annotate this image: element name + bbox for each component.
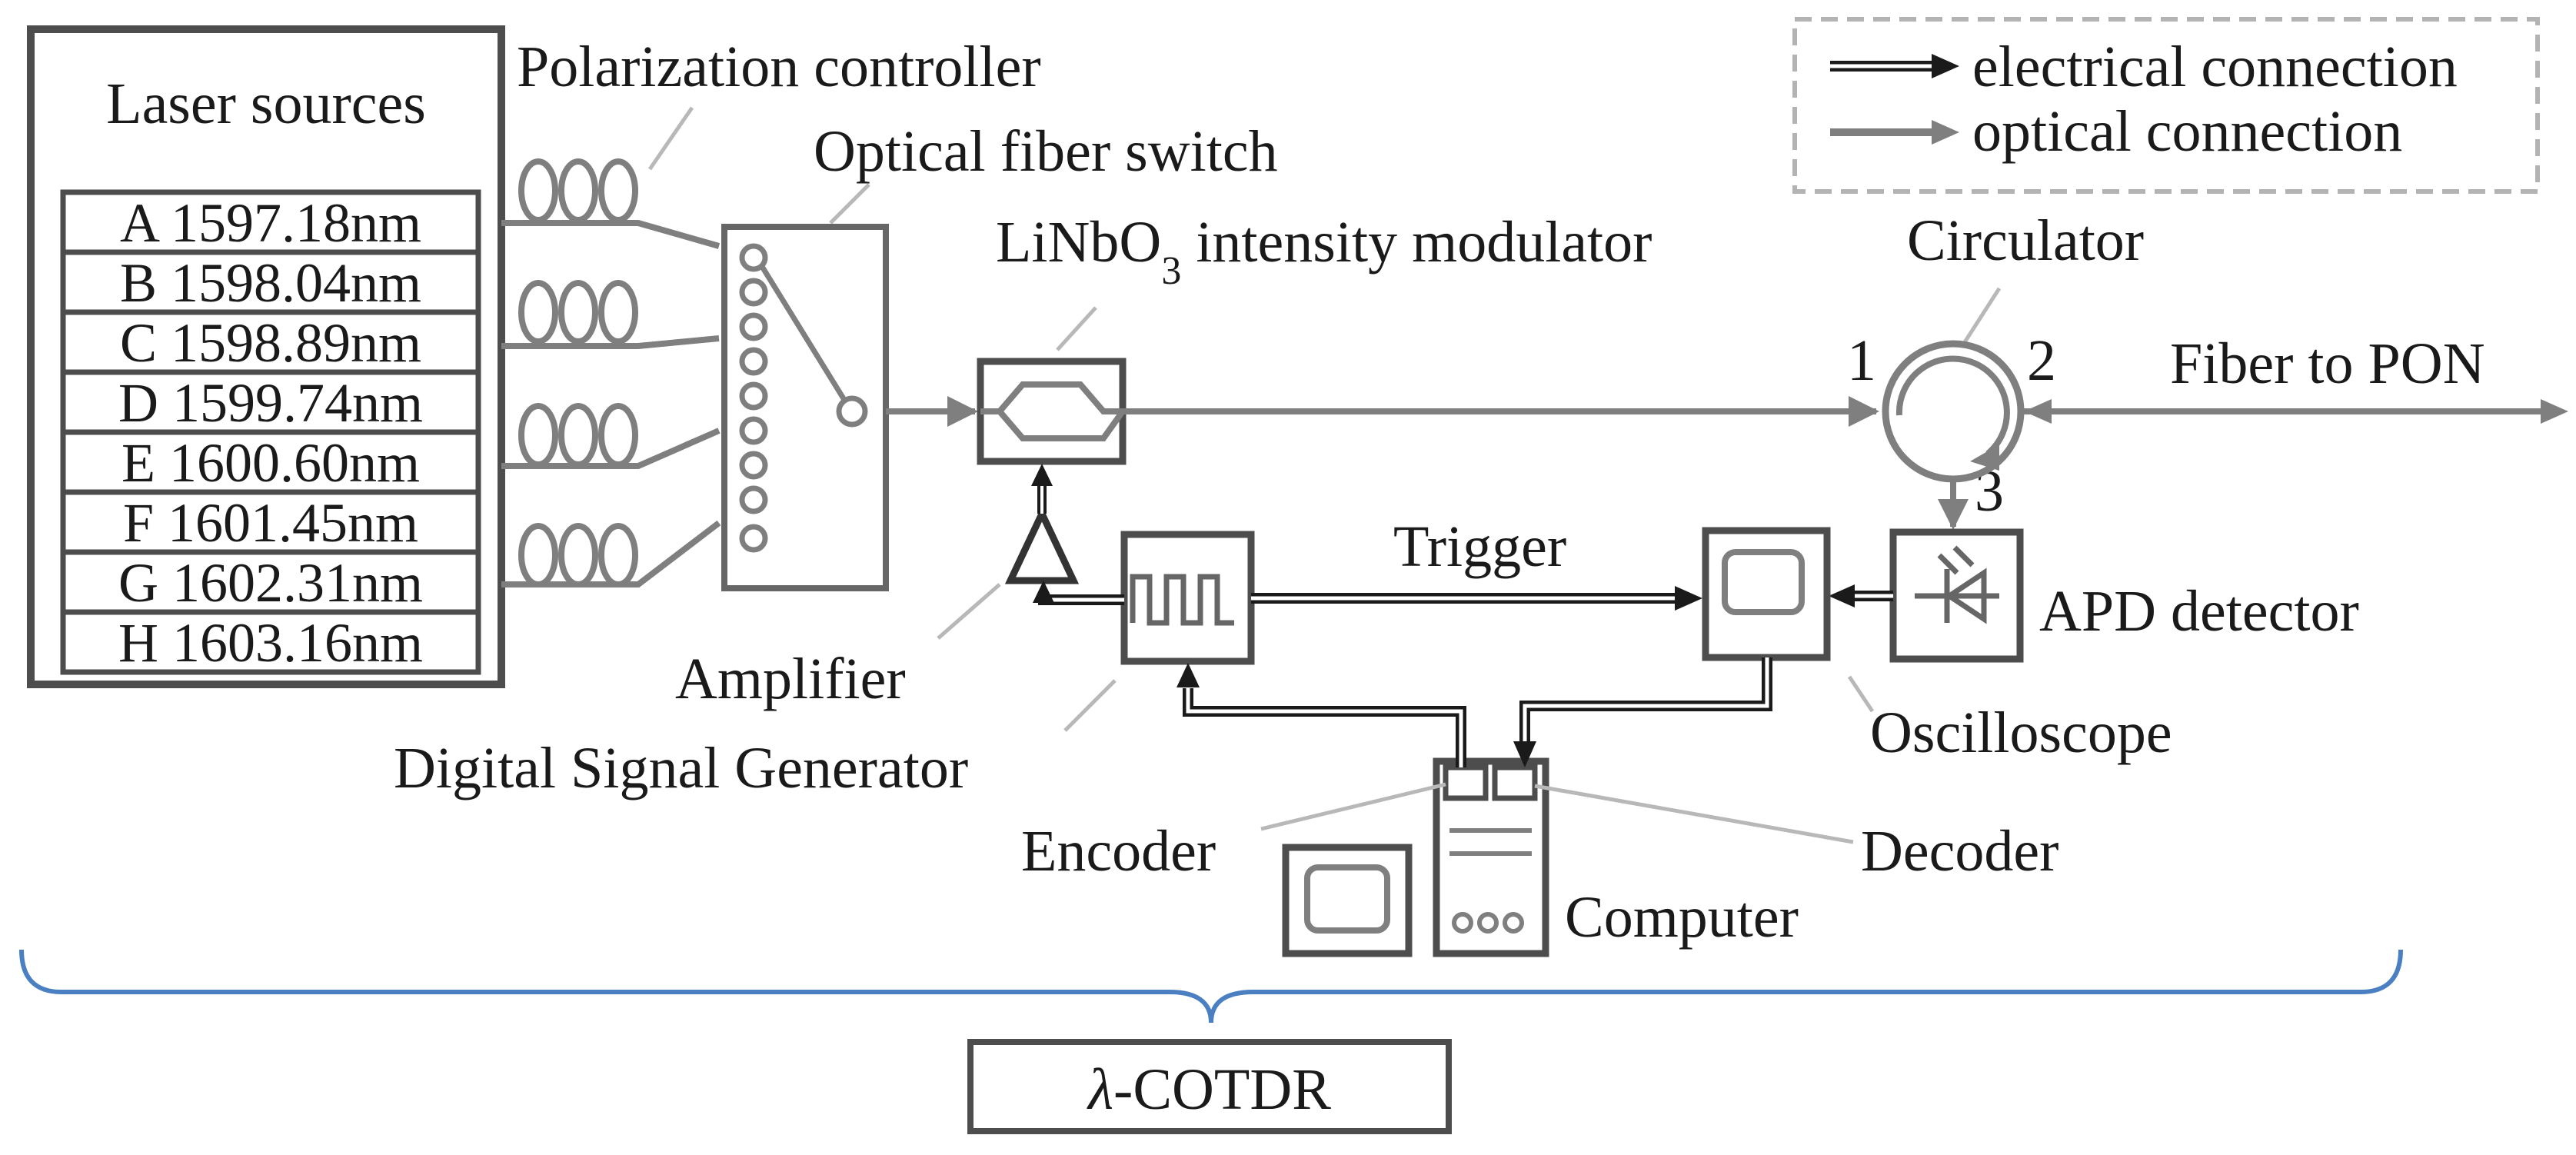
computer-tower-icon [1433, 757, 1549, 957]
amplifier-icon [1004, 505, 1080, 584]
laser-source-d: D 1599.74nm [118, 372, 423, 434]
system-name-text: -COTDR [1113, 1057, 1331, 1122]
apd-detector-icon [1889, 528, 2024, 663]
oscilloscope-icon [1702, 527, 1831, 661]
digital-signal-generator-leader [1063, 679, 1117, 732]
legend-optical-label: optical connection [1972, 99, 2402, 164]
legend-border [1792, 17, 2540, 194]
optical-fiber-switch [721, 224, 889, 591]
fiber-to-pon-link [2021, 399, 2568, 424]
laser-source-e: E 1600.60nm [121, 432, 420, 494]
legend-electrical-label: electrical connection [1972, 35, 2458, 99]
system-name: λ-COTDR [1087, 1057, 1331, 1122]
amplifier-to-modulator-wire [1031, 464, 1053, 514]
system-brace [19, 949, 2403, 1024]
digital-signal-generator-label: Digital Signal Generator [394, 736, 968, 801]
laser-source-a: A 1597.18nm [120, 192, 421, 254]
optical-fiber-switch-leader [829, 183, 870, 225]
digital-signal-generator-icon [1120, 531, 1255, 665]
laser-source-h: H 1603.16nm [118, 612, 423, 674]
laser-source-g: G 1602.31nm [118, 552, 423, 614]
apd-to-oscilloscope-wire [1829, 584, 1893, 607]
encoder-to-dsg-wire [1177, 663, 1466, 767]
decoder-port [1492, 764, 1538, 801]
polarization-controller-label: Polarization controller [517, 35, 1041, 99]
modulator-leader [1056, 306, 1097, 351]
amplifier-leader [937, 583, 1001, 640]
polarization-controller-3-icon [518, 403, 638, 468]
oscilloscope-leader [1847, 675, 1875, 713]
laser-to-switch-fibers [501, 220, 721, 587]
decoder-leader [1534, 784, 1854, 844]
legend: electrical connection optical connection [1792, 17, 2540, 194]
legend-optical-arrow-icon [1830, 120, 1959, 145]
circulator-icon [1882, 340, 2025, 483]
fiber-to-pon-label: Fiber to PON [2170, 331, 2485, 396]
lithium-niobate-modulator [977, 358, 1129, 465]
laser-source-c: C 1598.89nm [120, 312, 421, 374]
optical-fiber-switch-label: Optical fiber switch [814, 119, 1278, 184]
trigger-label: Trigger [1393, 514, 1566, 579]
circulator-label: Circulator [1907, 208, 2144, 273]
trigger-wire [1251, 586, 1702, 611]
legend-electrical-arrow-icon [1830, 54, 1959, 78]
system-name-box: λ-COTDR [967, 1039, 1452, 1134]
oscilloscope-to-decoder-wire [1513, 657, 1772, 767]
amplifier-label: Amplifier [675, 647, 906, 711]
encoder-label: Encoder [1021, 819, 1216, 884]
apd-detector-label: APD detector [2039, 579, 2359, 644]
polarization-controller-2-icon [518, 280, 638, 345]
computer-label: Computer [1565, 885, 1799, 950]
polarization-controller-1-icon [518, 158, 638, 223]
laser-sources-title: Laser sources [106, 72, 426, 136]
encoder-port [1443, 764, 1489, 801]
oscilloscope-label: Oscilloscope [1870, 701, 2172, 765]
dsg-to-amplifier-wire [1033, 581, 1124, 605]
laser-source-b: B 1598.04nm [120, 252, 421, 314]
laser-sources: Laser sources A 1597.18nm B 1598.04nm C … [27, 25, 505, 688]
polarization-controller-4-icon [518, 523, 638, 587]
laser-source-f: F 1601.45nm [123, 492, 418, 554]
decoder-label: Decoder [1861, 819, 2058, 884]
laser-source-h-cell [60, 609, 481, 675]
polarization-controller-leader [647, 106, 694, 171]
circulator-leader [1962, 287, 2002, 344]
laser-sources-box [27, 25, 505, 688]
computer-monitor-icon [1282, 844, 1413, 957]
system-name-lambda: λ [1087, 1057, 1113, 1122]
encoder-leader [1260, 782, 1446, 831]
circulator-port-1: 1 [1847, 328, 1876, 393]
modulator-label: LiNbO3 intensity modulator [996, 210, 1652, 293]
circulator-port-2: 2 [2027, 328, 2056, 393]
